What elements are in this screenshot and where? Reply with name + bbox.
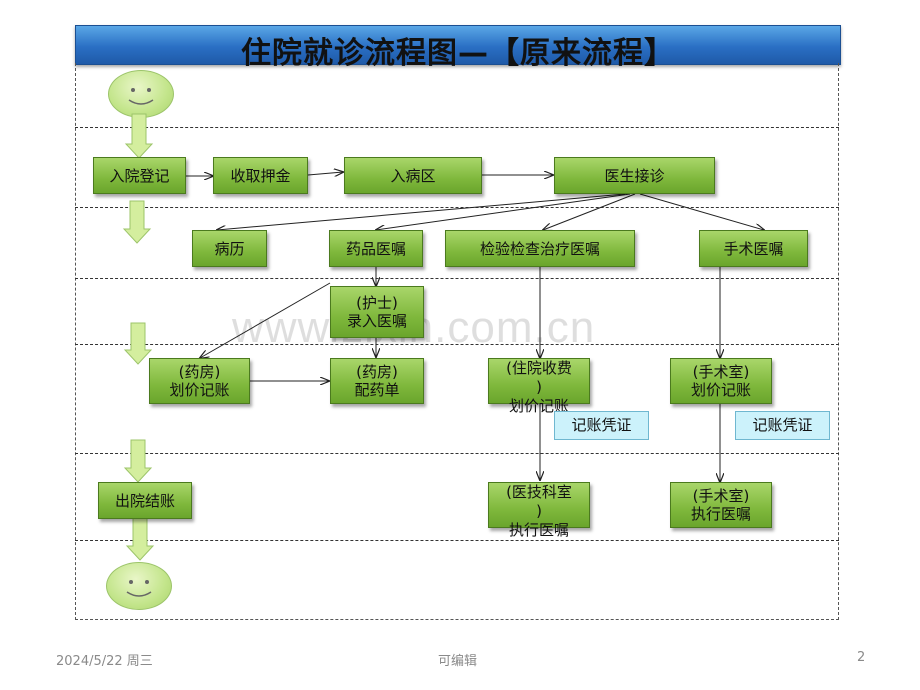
- node-label: 医生接诊: [604, 166, 665, 185]
- node-label: 划价记账: [169, 381, 230, 399]
- page-number: 2: [857, 650, 866, 665]
- node-surgery-order: 手术医嘱: [699, 230, 808, 267]
- node-label: (药房): [356, 363, 398, 381]
- node-label: 药品医嘱: [345, 239, 406, 258]
- note-voucher: 记账凭证: [735, 411, 830, 440]
- node-label: 入病区: [390, 166, 436, 185]
- lane-divider: [75, 453, 839, 454]
- lane-divider: [75, 127, 839, 128]
- node-label: 执行医嘱: [508, 521, 569, 539]
- swimlane-frame: [75, 63, 839, 620]
- lane-divider: [75, 207, 839, 208]
- node-label: 出院结账: [114, 491, 175, 510]
- node-medical-record: 病历: [192, 230, 267, 267]
- node-pharmacy-dispense: (药房) 配药单: [330, 358, 424, 404]
- footer-date: 2024/5/22 周三: [56, 654, 153, 669]
- node-label: ): [536, 378, 542, 396]
- node-label: (药房): [178, 363, 221, 381]
- footer-center: 可编辑: [438, 654, 478, 669]
- node-label: 病历: [214, 239, 245, 258]
- node-discharge: 出院结账: [98, 482, 192, 519]
- node-label: 手术医嘱: [723, 239, 784, 258]
- page-title: 住院就诊流程图—【原来流程】: [241, 36, 675, 71]
- node-doctor: 医生接诊: [554, 157, 715, 194]
- node-label: (手术室): [692, 363, 750, 381]
- node-ward: 入病区: [344, 157, 482, 194]
- node-label: 收取押金: [230, 166, 291, 185]
- node-admit: 入院登记: [93, 157, 186, 194]
- node-label: (护士): [356, 294, 398, 312]
- lane-divider: [75, 344, 839, 345]
- node-label: 入院登记: [109, 166, 170, 185]
- title-bar: 住院就诊流程图—【原来流程】: [75, 25, 841, 71]
- node-or-execute: (手术室) 执行医嘱: [670, 482, 772, 528]
- node-label: 检验检查治疗医嘱: [479, 239, 600, 258]
- lane-divider: [75, 278, 839, 279]
- end-smiley-icon: [106, 562, 172, 610]
- node-tech-execute: (医技科室 ) 执行医嘱: [488, 482, 590, 539]
- node-label: 配药单: [354, 381, 400, 399]
- node-label: 录入医嘱: [346, 312, 407, 330]
- node-exam-order: 检验检查治疗医嘱: [445, 230, 635, 267]
- lane-divider: [75, 540, 839, 541]
- note-voucher: 记账凭证: [554, 411, 649, 440]
- node-label: 执行医嘱: [690, 505, 751, 523]
- node-label: (住院收费: [506, 359, 572, 377]
- node-nurse-entry: (护士) 录入医嘱: [330, 286, 424, 338]
- node-pharmacy-billing: (药房) 划价记账: [149, 358, 250, 404]
- node-label: (医技科室: [506, 483, 572, 501]
- node-deposit: 收取押金: [213, 157, 308, 194]
- node-label: 划价记账: [508, 397, 569, 415]
- node-label: 划价记账: [690, 381, 751, 399]
- node-drug-order: 药品医嘱: [329, 230, 423, 267]
- node-label: ): [536, 502, 542, 520]
- node-or-billing: (手术室) 划价记账: [670, 358, 772, 404]
- node-inpatient-billing: (住院收费 ) 划价记账: [488, 358, 590, 415]
- node-label: (手术室): [692, 487, 750, 505]
- start-smiley-icon: [108, 70, 174, 118]
